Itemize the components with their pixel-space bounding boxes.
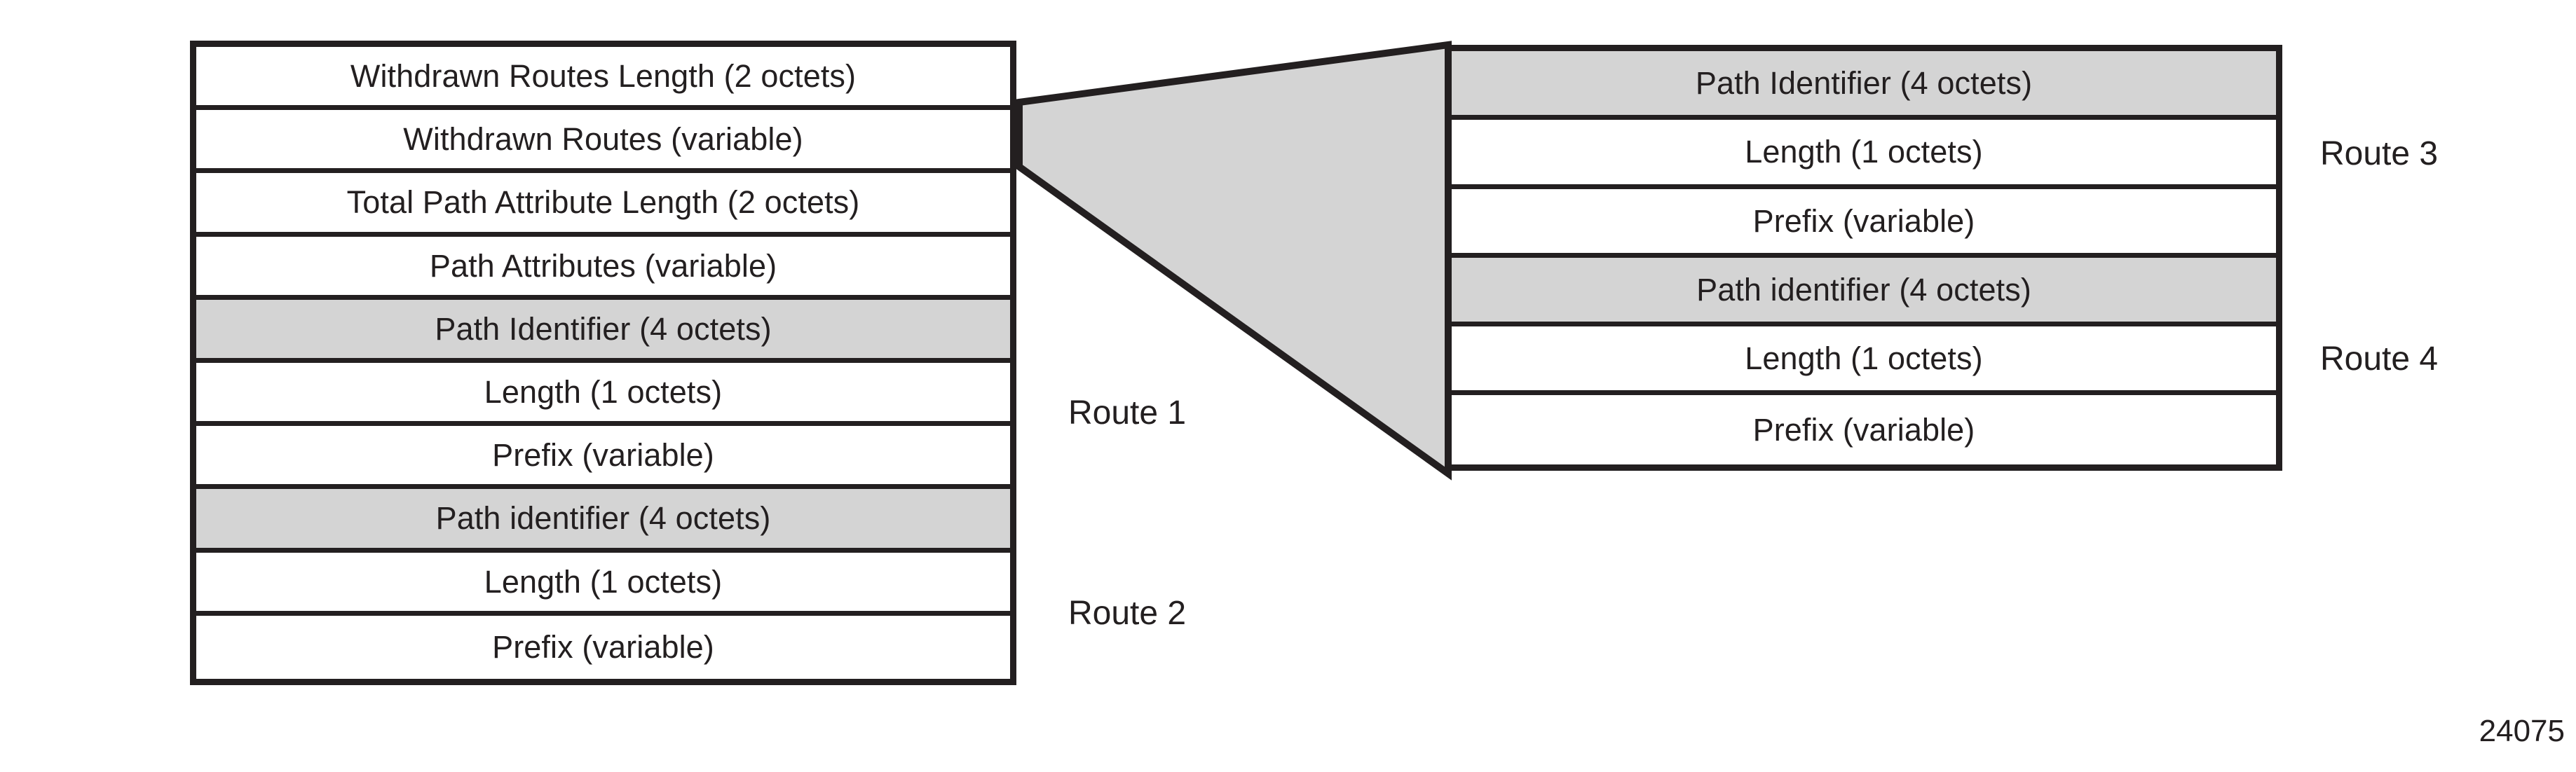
field-label: Length (1 octets) [1745, 134, 1983, 170]
field-row: Total Path Attribute Length (2 octets) [196, 173, 1010, 237]
expansion-callout [1016, 41, 1452, 481]
field-row-path-identifier: Path Identifier (4 octets) [196, 299, 1010, 363]
field-label: Length (1 octets) [484, 374, 723, 411]
field-label: Prefix (variable) [492, 629, 714, 666]
field-row-path-identifier: Path identifier (4 octets) [196, 489, 1010, 553]
expanded-nlri-table: Path Identifier (4 octets) Length (1 oct… [1445, 45, 2282, 471]
field-label: Withdrawn Routes Length (2 octets) [350, 58, 857, 95]
field-label: Length (1 octets) [1745, 340, 1983, 377]
field-label: Prefix (variable) [492, 437, 714, 474]
field-row: Prefix (variable) [196, 615, 1010, 679]
field-label: Total Path Attribute Length (2 octets) [346, 184, 860, 221]
field-row: Prefix (variable) [1452, 395, 2276, 464]
route-1-label: Route 1 [1068, 394, 1187, 432]
field-row: Prefix (variable) [196, 426, 1010, 490]
field-row: Length (1 octets) [1452, 120, 2276, 189]
expansion-callout-shape [1016, 41, 1452, 481]
field-label: Length (1 octets) [484, 563, 723, 600]
route-4-label: Route 4 [2320, 340, 2439, 378]
field-row: Length (1 octets) [1452, 326, 2276, 396]
field-row: Length (1 octets) [196, 362, 1010, 427]
field-row-path-identifier: Path Identifier (4 octets) [1452, 51, 2276, 120]
field-label: Path Identifier (4 octets) [435, 310, 772, 347]
route-2-label: Route 2 [1068, 595, 1187, 632]
field-label: Path identifier (4 octets) [1696, 272, 2031, 308]
field-label: Prefix (variable) [1752, 202, 1975, 239]
field-row: Withdrawn Routes (variable) [196, 110, 1010, 174]
field-label: Withdrawn Routes (variable) [403, 121, 803, 158]
field-label: Path Identifier (4 octets) [1695, 65, 2033, 102]
field-label: Path identifier (4 octets) [435, 500, 771, 537]
field-row-path-identifier: Path identifier (4 octets) [1452, 257, 2276, 327]
route-3-label: Route 3 [2320, 135, 2439, 172]
field-row: Length (1 octets) [196, 552, 1010, 616]
bgp-update-message-table: Withdrawn Routes Length (2 octets) Withd… [190, 41, 1016, 685]
field-row: Withdrawn Routes Length (2 octets) [196, 47, 1010, 111]
field-label: Path Attributes (variable) [429, 247, 777, 284]
field-row: Path Attributes (variable) [196, 236, 1010, 300]
field-label: Prefix (variable) [1752, 412, 1975, 448]
figure-number: 24075 [2479, 714, 2565, 748]
field-row: Prefix (variable) [1452, 188, 2276, 258]
